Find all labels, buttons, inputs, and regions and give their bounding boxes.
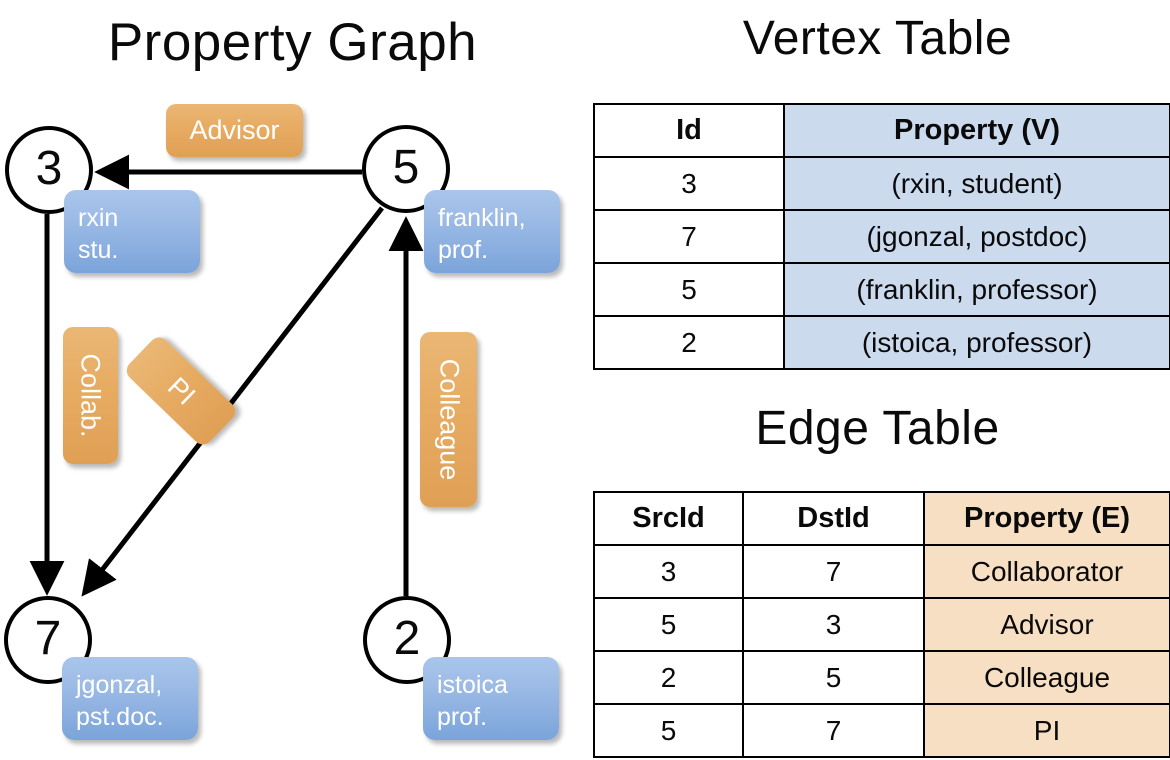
edge-table-header-srcid: SrcId: [593, 491, 744, 546]
table-row: 2 (istoica, professor): [593, 315, 1170, 370]
edge-label-advisor-text: Advisor: [189, 115, 280, 145]
vertex-id-cell: 5: [593, 262, 785, 317]
vertex-property-cell: (franklin, professor): [783, 262, 1170, 317]
node-7-property-line-2: pst.doc.: [76, 703, 164, 731]
table-row: 2 5 Colleague: [593, 650, 1170, 705]
graph-node-5-label: 5: [392, 141, 420, 194]
edge-label-pi-text: PI: [161, 370, 201, 411]
vertex-table-header-id: Id: [593, 103, 785, 158]
property-graph-diagram: 3 5 7 2 rxin stu. franklin, prof. jgonza…: [4, 104, 560, 740]
node-7-property-box: jgonzal, pst.doc.: [62, 657, 198, 740]
edge-5-to-7: [81, 206, 384, 597]
edge-label-collaborator-text: Collab.: [76, 353, 107, 438]
edge-dstid-cell: 7: [742, 544, 925, 599]
graph-node-5[interactable]: 5: [362, 125, 450, 213]
graph-edges-layer: [29, 154, 424, 597]
node-2-property-line-1: istoica: [437, 671, 508, 699]
table-row: 5 3 Advisor: [593, 597, 1170, 652]
vertex-id-cell: 2: [593, 315, 785, 370]
table-row: 5 7 PI: [593, 703, 1170, 758]
edge-table: SrcId DstId Property (E) 3 7 Collaborato…: [593, 491, 1170, 758]
edge-property-cell: Collaborator: [923, 544, 1170, 599]
edge-label-colleague: Colleague: [420, 332, 477, 507]
edge-srcid-cell: 2: [593, 650, 744, 705]
node-5-property-line-1: franklin,: [438, 204, 526, 232]
edge-table-title: Edge Table: [755, 402, 1000, 455]
vertex-table-title: Vertex Table: [742, 12, 1013, 65]
edge-property-cell: Colleague: [923, 650, 1170, 705]
graph-node-3-label: 3: [35, 142, 63, 195]
edge-label-advisor: Advisor: [166, 104, 303, 157]
node-3-property-box: rxin stu.: [64, 190, 200, 273]
node-2-property-line-2: prof.: [437, 703, 488, 731]
graph-node-2[interactable]: 2: [363, 596, 451, 684]
node-3-property-line-2: stu.: [78, 236, 119, 264]
edge-dstid-cell: 3: [742, 597, 925, 652]
edge-srcid-cell: 3: [593, 544, 744, 599]
property-graph-title: Property Graph: [107, 13, 478, 72]
table-row: 3 (rxin, student): [593, 156, 1170, 211]
edge-srcid-cell: 5: [593, 703, 744, 758]
node-3-property-line-1: rxin: [78, 204, 119, 232]
table-row: 5 (franklin, professor): [593, 262, 1170, 317]
vertex-table-header-row: Id Property (V): [593, 103, 1170, 158]
edge-label-colleague-text: Colleague: [434, 358, 464, 481]
node-5-property-box: franklin, prof.: [424, 190, 560, 273]
table-row: 3 7 Collaborator: [593, 544, 1170, 599]
edge-property-cell: Advisor: [923, 597, 1170, 652]
graph-node-7-label: 7: [34, 612, 62, 665]
table-row: 7 (jgonzal, postdoc): [593, 209, 1170, 264]
edge-table-header-row: SrcId DstId Property (E): [593, 491, 1170, 546]
edge-srcid-cell: 5: [593, 597, 744, 652]
node-5-property-line-2: prof.: [438, 236, 489, 264]
vertex-id-cell: 3: [593, 156, 785, 211]
vertex-property-cell: (rxin, student): [783, 156, 1170, 211]
vertex-property-cell: (jgonzal, postdoc): [783, 209, 1170, 264]
vertex-table: Id Property (V) 3 (rxin, student) 7 (jgo…: [593, 103, 1170, 370]
vertex-table-header-property: Property (V): [783, 103, 1170, 158]
edge-label-collaborator: Collab.: [63, 327, 118, 464]
edge-property-cell: PI: [923, 703, 1170, 758]
edge-table-header-property: Property (E): [923, 491, 1170, 546]
graph-node-2-label: 2: [393, 612, 421, 665]
vertex-property-cell: (istoica, professor): [783, 315, 1170, 370]
edge-dstid-cell: 7: [742, 703, 925, 758]
node-7-property-line-1: jgonzal,: [76, 671, 163, 699]
edge-dstid-cell: 5: [742, 650, 925, 705]
vertex-id-cell: 7: [593, 209, 785, 264]
edge-table-header-dstid: DstId: [742, 491, 925, 546]
node-2-property-box: istoica prof.: [423, 657, 559, 740]
